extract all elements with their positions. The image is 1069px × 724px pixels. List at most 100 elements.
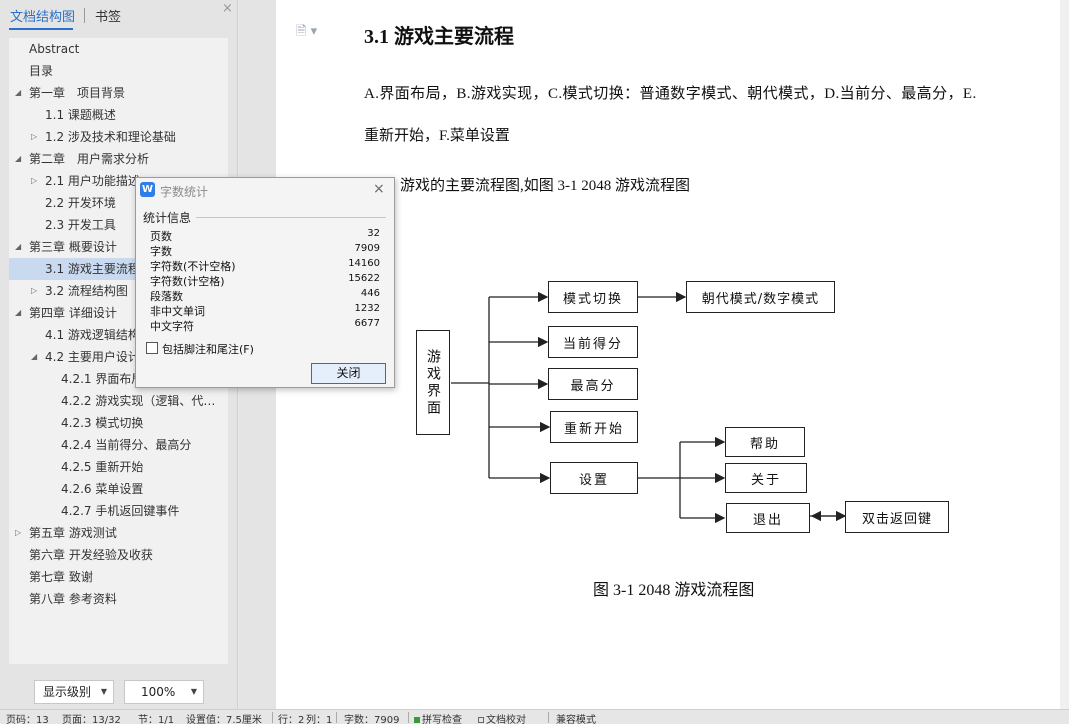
chevron-down-icon: ▼ [190, 687, 197, 696]
outline-item[interactable]: ◢ 第三章 概要设计 [9, 236, 228, 258]
outline-item[interactable]: 第六章 开发经验及收获 [9, 544, 228, 566]
display-level-label: 显示级别 [43, 685, 92, 699]
stat-value: 14160 [348, 258, 380, 269]
dialog-title-bar[interactable]: W 字数统计 × [136, 178, 394, 202]
body-paragraph-2: 重新开始，F.菜单设置 [364, 128, 510, 144]
include-footnotes-label[interactable]: 包括脚注和尾注(F) [162, 343, 254, 356]
flow-box-help: 帮助 [725, 427, 805, 457]
outline-item-label: 第五章 游戏测试 [29, 526, 117, 540]
outline-zoom-dropdown[interactable]: 100% ▼ [124, 680, 204, 704]
outline-item-label: 3.1 游戏主要流程 [45, 262, 140, 276]
expand-arrow-icon[interactable]: ▷ [15, 528, 22, 537]
status-divider [272, 712, 273, 723]
stat-label: 段落数 [150, 290, 183, 303]
outline-item-label: 4.2.5 重新开始 [61, 460, 144, 474]
status-section[interactable]: 节：1/1 [138, 715, 175, 724]
outline-item[interactable]: 4.2.4 当前得分、最高分 [9, 434, 228, 456]
status-position[interactable]: 设置值：7.5厘米 [186, 715, 262, 724]
status-bar: 页码：13 页面：13/32 节：1/1 设置值：7.5厘米 行：2 列：1 字… [0, 709, 1069, 724]
outline-item-label: 2.2 开发环境 [45, 196, 116, 210]
close-button[interactable]: 关闭 [311, 363, 386, 384]
outline-item-label: 4.2.4 当前得分、最高分 [61, 438, 192, 452]
outline-item-label: 4.1 游戏逻辑结构 [45, 328, 140, 342]
stat-label: 字符数(计空格) [150, 275, 225, 288]
flow-box-exit: 退出 [726, 503, 810, 533]
close-icon[interactable]: × [373, 181, 385, 197]
section-divider [196, 217, 386, 218]
flow-box-about: 关于 [725, 463, 807, 493]
close-icon[interactable]: × [222, 1, 233, 16]
outline-item[interactable]: ◢4.2 主要用户设计 [9, 346, 228, 368]
outline-item[interactable]: 1.1 课题概述 [9, 104, 228, 126]
outline-item[interactable]: 目录 [9, 60, 228, 82]
status-page-count[interactable]: 页面：13/32 [62, 715, 121, 724]
collapse-arrow-icon[interactable]: ◢ [31, 352, 38, 361]
outline-item[interactable]: 4.2.2 游戏实现（逻辑、代… [9, 390, 228, 412]
wps-logo-icon: W [140, 182, 155, 197]
outline-item[interactable]: 2.2 开发环境 [9, 192, 228, 214]
stats-section-label: 统计信息 [143, 211, 192, 225]
outline-item[interactable]: 4.2.3 模式切换 [9, 412, 228, 434]
outline-item[interactable]: ▷3.2 流程结构图 [9, 280, 228, 302]
outline-item[interactable]: 2.3 开发工具 [9, 214, 228, 236]
outline-item[interactable]: 4.2.6 菜单设置 [9, 478, 228, 500]
outline-item[interactable]: ◢ 第四章 详细设计 [9, 302, 228, 324]
vertical-scrollbar[interactable] [1060, 0, 1069, 709]
outline-item[interactable]: 4.2.1 界面布局 [9, 368, 228, 390]
tab-bookmarks[interactable]: 书签 [95, 10, 122, 25]
status-divider [336, 712, 337, 723]
collapse-arrow-icon[interactable]: ◢ [15, 154, 22, 163]
doc-check-toggle[interactable]: 文档校对 [478, 711, 526, 724]
outline-item-label: 4.2.6 菜单设置 [61, 482, 144, 496]
outline-item-label: 第三章 概要设计 [29, 240, 117, 254]
collapse-arrow-icon[interactable]: ◢ [15, 88, 22, 97]
outline-item-label: 第七章 致谢 [29, 570, 93, 584]
spell-check-toggle[interactable]: 拼写检查 [414, 711, 462, 724]
stat-value: 7909 [354, 243, 380, 254]
status-page-number[interactable]: 页码：13 [6, 715, 49, 724]
outline-item[interactable]: ▷2.1 用户功能描述 [9, 170, 228, 192]
page-options-icon[interactable]: 🗎 ▾ [296, 24, 318, 39]
display-level-dropdown[interactable]: 显示级别 ▼ [34, 680, 114, 704]
stat-label: 非中文单词 [150, 305, 205, 318]
expand-arrow-icon[interactable]: ▷ [31, 132, 38, 141]
outline-item[interactable]: ▷1.2 涉及技术和理论基础 [9, 126, 228, 148]
outline-item[interactable]: ◢第一章 项目背景 [9, 82, 228, 104]
flow-box-current-score: 当前得分 [548, 326, 638, 358]
status-divider [548, 712, 549, 723]
stat-row: 字数 7909 [150, 243, 380, 258]
stat-label: 字数 [150, 245, 172, 258]
status-compat-mode: 兼容模式 [556, 715, 596, 724]
outline-item[interactable]: Abstract [9, 38, 228, 60]
outline-item-label: 第四章 详细设计 [29, 306, 117, 320]
status-col: 列：1 [306, 715, 333, 724]
expand-arrow-icon[interactable]: ▷ [31, 286, 38, 295]
chevron-down-icon: ▼ [100, 687, 107, 696]
nav-tabs: 文档结构图 书签 × [0, 0, 238, 32]
body-paragraph-1: A.界面布局，B.游戏实现，C.模式切换：普通数字模式、朝代模式，D.当前分、最… [364, 86, 977, 102]
document-page[interactable] [276, 0, 1069, 709]
outline-item-label: 目录 [29, 64, 54, 78]
status-word-count[interactable]: 字数：7909 [344, 715, 400, 724]
outline-item[interactable]: 4.1 游戏逻辑结构 [9, 324, 228, 346]
outline-item-label: 4.2.1 界面布局 [61, 372, 144, 386]
figure-caption: 图 3-1 2048 游戏流程图 [593, 582, 755, 599]
outline-item[interactable]: 4.2.5 重新开始 [9, 456, 228, 478]
stat-row: 字符数(计空格)15622 [150, 273, 380, 288]
collapse-arrow-icon[interactable]: ◢ [15, 308, 22, 317]
spell-check-icon [414, 717, 420, 723]
outline-item[interactable]: ▷ 第五章 游戏测试 [9, 522, 228, 544]
outline-item[interactable]: 第八章 参考资料 [9, 588, 228, 610]
flow-box-game-ui: 游戏界面 [416, 330, 450, 435]
body-paragraph-3: 游戏的主要流程图,如图 3-1 2048 游戏流程图 [400, 178, 690, 194]
outline-item[interactable]: 4.2.7 手机返回键事件 [9, 500, 228, 522]
outline-item-label: 2.3 开发工具 [45, 218, 116, 232]
outline-item[interactable]: ◢第二章 用户需求分析 [9, 148, 228, 170]
tab-document-outline[interactable]: 文档结构图 [10, 10, 76, 25]
collapse-arrow-icon[interactable]: ◢ [15, 242, 22, 251]
outline-item[interactable]: 第七章 致谢 [9, 566, 228, 588]
expand-arrow-icon[interactable]: ▷ [31, 176, 38, 185]
include-footnotes-checkbox[interactable] [146, 342, 158, 354]
